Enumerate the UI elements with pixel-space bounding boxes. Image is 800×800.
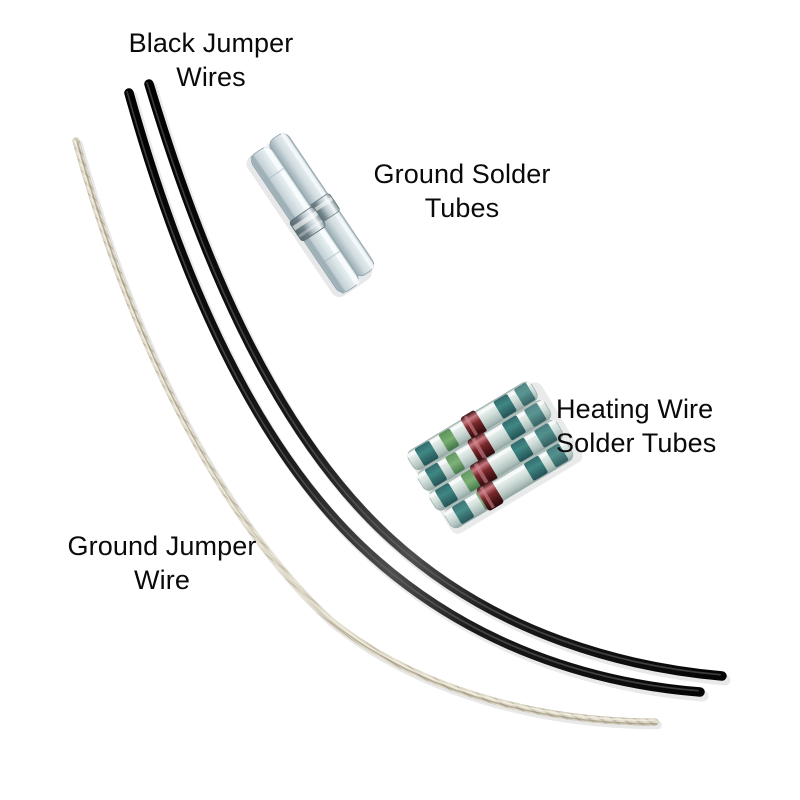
- label-ground-solder-tubes-line-1: Ground Solder: [373, 159, 551, 189]
- label-heating-wire-solder-tubes-line-1: Heating Wire: [556, 394, 714, 424]
- black-jumper-wire-2: [144, 79, 731, 686]
- label-black-jumper-wires-line-2: Wires: [176, 62, 246, 93]
- heating-wire-solder-tubes: [406, 381, 583, 534]
- label-black-jumper-wires-line-1: Black Jumper: [128, 28, 294, 58]
- label-ground-jumper-wire-line-1: Ground Jumper: [67, 531, 257, 561]
- label-heating-wire-solder-tubes-line-2: Solder Tubes: [556, 428, 717, 459]
- heating-solder-tube-1: [406, 381, 538, 471]
- label-ground-solder-tubes-line-2: Tubes: [424, 193, 500, 224]
- black-jumper-wire-1: [124, 88, 709, 702]
- ground-solder-tubes: [246, 132, 375, 298]
- heating-solder-tube-4: [443, 440, 574, 529]
- heating-solder-tube-3: [428, 419, 564, 511]
- ground-solder-tube-front: [250, 145, 360, 294]
- ground-jumper-wire: [72, 137, 662, 730]
- label-ground-jumper-wire-line-2: Wire: [134, 565, 190, 596]
- heating-solder-tube-2: [416, 400, 552, 491]
